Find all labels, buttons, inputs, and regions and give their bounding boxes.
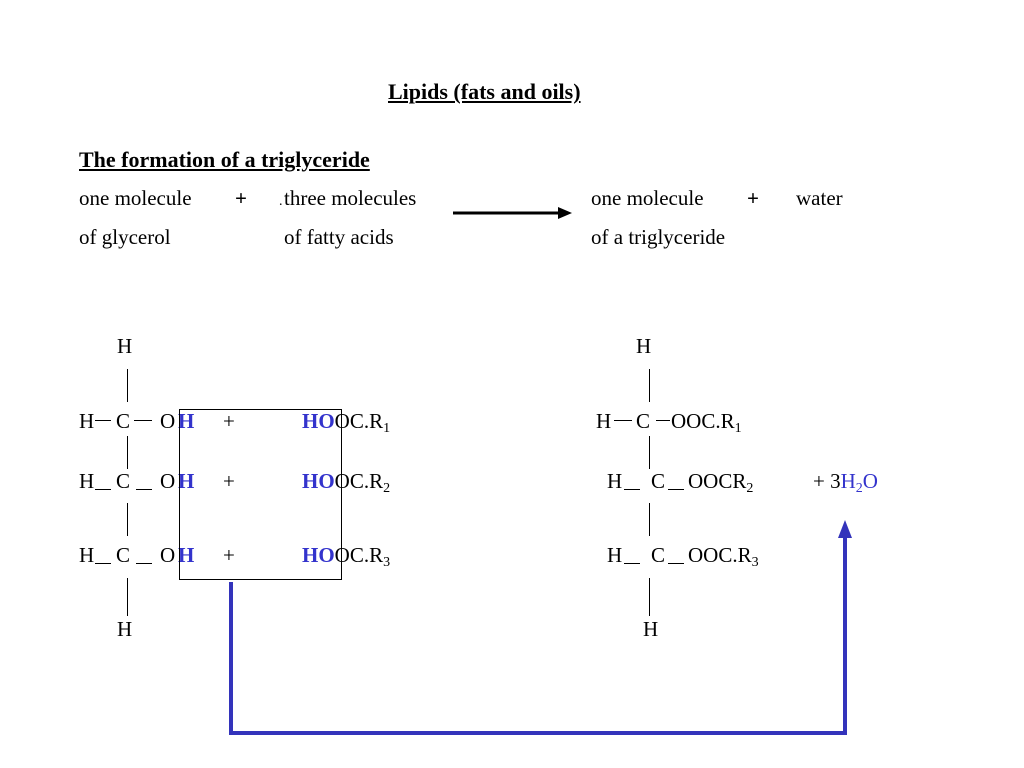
reactant1-line1: one molecule xyxy=(79,186,192,210)
water-product: + 3H2O xyxy=(813,469,878,496)
fatty-acid-3-ho: HO xyxy=(302,543,335,567)
glycerol-bond xyxy=(136,563,152,564)
plus-sign-2: + xyxy=(747,186,759,210)
reaction-arrow-head xyxy=(558,207,572,219)
glycerol-bond xyxy=(127,369,128,402)
triglyceride-row3-sub: 3 xyxy=(751,555,759,570)
reactant1-line2: of glycerol xyxy=(79,225,171,249)
water-sub: 2 xyxy=(855,481,863,496)
triglyceride-row1-c: C xyxy=(636,409,651,433)
triglyceride-bond xyxy=(649,578,650,616)
triglyceride-bond xyxy=(614,420,632,421)
triglyceride-row2-sub: 2 xyxy=(746,481,754,496)
triglyceride-top-h: H xyxy=(636,334,652,358)
stray-dot: . xyxy=(279,194,283,209)
plus-sign-1: + xyxy=(235,186,247,210)
product1-line1: one molecule xyxy=(591,186,704,210)
triglyceride-bond xyxy=(649,436,650,469)
triglyceride-row3-ester: OOC.R3 xyxy=(688,543,759,570)
triglyceride-row1-h: H xyxy=(596,409,612,433)
glycerol-bond xyxy=(95,489,111,490)
fatty-acid-2-rest: OC.R xyxy=(334,469,384,493)
triglyceride-row2-ester-text: OOCR xyxy=(688,469,747,493)
glycerol-row1-h: H xyxy=(79,409,95,433)
glycerol-row1-o: O xyxy=(160,409,176,433)
fatty-acid-3-rest: OC.R xyxy=(334,543,384,567)
triglyceride-bond xyxy=(649,503,650,536)
triglyceride-bond xyxy=(624,489,640,490)
triglyceride-row2-ester: OOCR2 xyxy=(688,469,753,496)
triglyceride-row2-c: C xyxy=(651,469,666,493)
fatty-acid-1-sub: 1 xyxy=(383,421,391,436)
glycerol-bond xyxy=(127,436,128,469)
water-coefficient: + 3 xyxy=(813,469,841,493)
reactant2-line1: three molecules xyxy=(284,186,417,210)
fatty-acid-1: HOOC.R1 xyxy=(302,409,390,436)
glycerol-row3-h: H xyxy=(79,543,95,567)
glycerol-bond xyxy=(95,563,111,564)
triglyceride-bond xyxy=(668,489,684,490)
triglyceride-row3-c: C xyxy=(651,543,666,567)
glycerol-bond xyxy=(127,578,128,616)
glycerol-bond xyxy=(134,420,152,421)
fatty-acid-2-sub: 2 xyxy=(383,481,391,496)
page-title: Lipids (fats and oils) xyxy=(388,79,581,104)
reaction-plus-1: + xyxy=(223,409,235,433)
water-elimination-box xyxy=(179,409,342,580)
triglyceride-bond xyxy=(649,369,650,402)
triglyceride-bond xyxy=(656,420,670,421)
water-path-line xyxy=(229,538,847,735)
water-path-arrowhead xyxy=(838,520,852,538)
glycerol-row1-h-removed: H xyxy=(178,409,195,433)
fatty-acid-1-rest: OC.R xyxy=(334,409,384,433)
triglyceride-row1-ester: OOC.R1 xyxy=(671,409,742,436)
glycerol-bond xyxy=(136,489,152,490)
fatty-acid-2-ho: HO xyxy=(302,469,335,493)
triglyceride-bond xyxy=(668,563,684,564)
glycerol-top-h: H xyxy=(117,334,133,358)
glycerol-row3-o: O xyxy=(160,543,176,567)
triglyceride-row2-h: H xyxy=(607,469,623,493)
triglyceride-bottom-h: H xyxy=(643,617,659,641)
product2-water: water xyxy=(796,186,843,210)
fatty-acid-1-ho: HO xyxy=(302,409,335,433)
triglyceride-row1-sub: 1 xyxy=(734,421,742,436)
reactant2-line2: of fatty acids xyxy=(284,225,394,249)
glycerol-row3-c: C xyxy=(116,543,131,567)
glycerol-row3-h-removed: H xyxy=(178,543,195,567)
glycerol-row2-h-removed: H xyxy=(178,469,195,493)
water-o: O xyxy=(862,469,878,493)
triglyceride-row1-ester-text: OOC.R xyxy=(671,409,735,433)
glycerol-bond xyxy=(127,503,128,536)
fatty-acid-3-sub: 3 xyxy=(383,555,391,570)
glycerol-row1-c: C xyxy=(116,409,131,433)
triglyceride-row3-h: H xyxy=(607,543,623,567)
fatty-acid-2: HOOC.R2 xyxy=(302,469,390,496)
glycerol-bond xyxy=(95,420,111,421)
glycerol-row2-o: O xyxy=(160,469,176,493)
glycerol-row2-c: C xyxy=(116,469,131,493)
glycerol-bottom-h: H xyxy=(117,617,133,641)
triglyceride-bond xyxy=(624,563,640,564)
reaction-plus-2: + xyxy=(223,469,235,493)
section-heading: The formation of a triglyceride xyxy=(79,147,370,172)
fatty-acid-3: HOOC.R3 xyxy=(302,543,390,570)
glycerol-row2-h: H xyxy=(79,469,95,493)
water-h: H xyxy=(840,469,856,493)
reaction-plus-3: + xyxy=(223,543,235,567)
triglyceride-row3-ester-text: OOC.R xyxy=(688,543,752,567)
product1-line2: of a triglyceride xyxy=(591,225,726,249)
